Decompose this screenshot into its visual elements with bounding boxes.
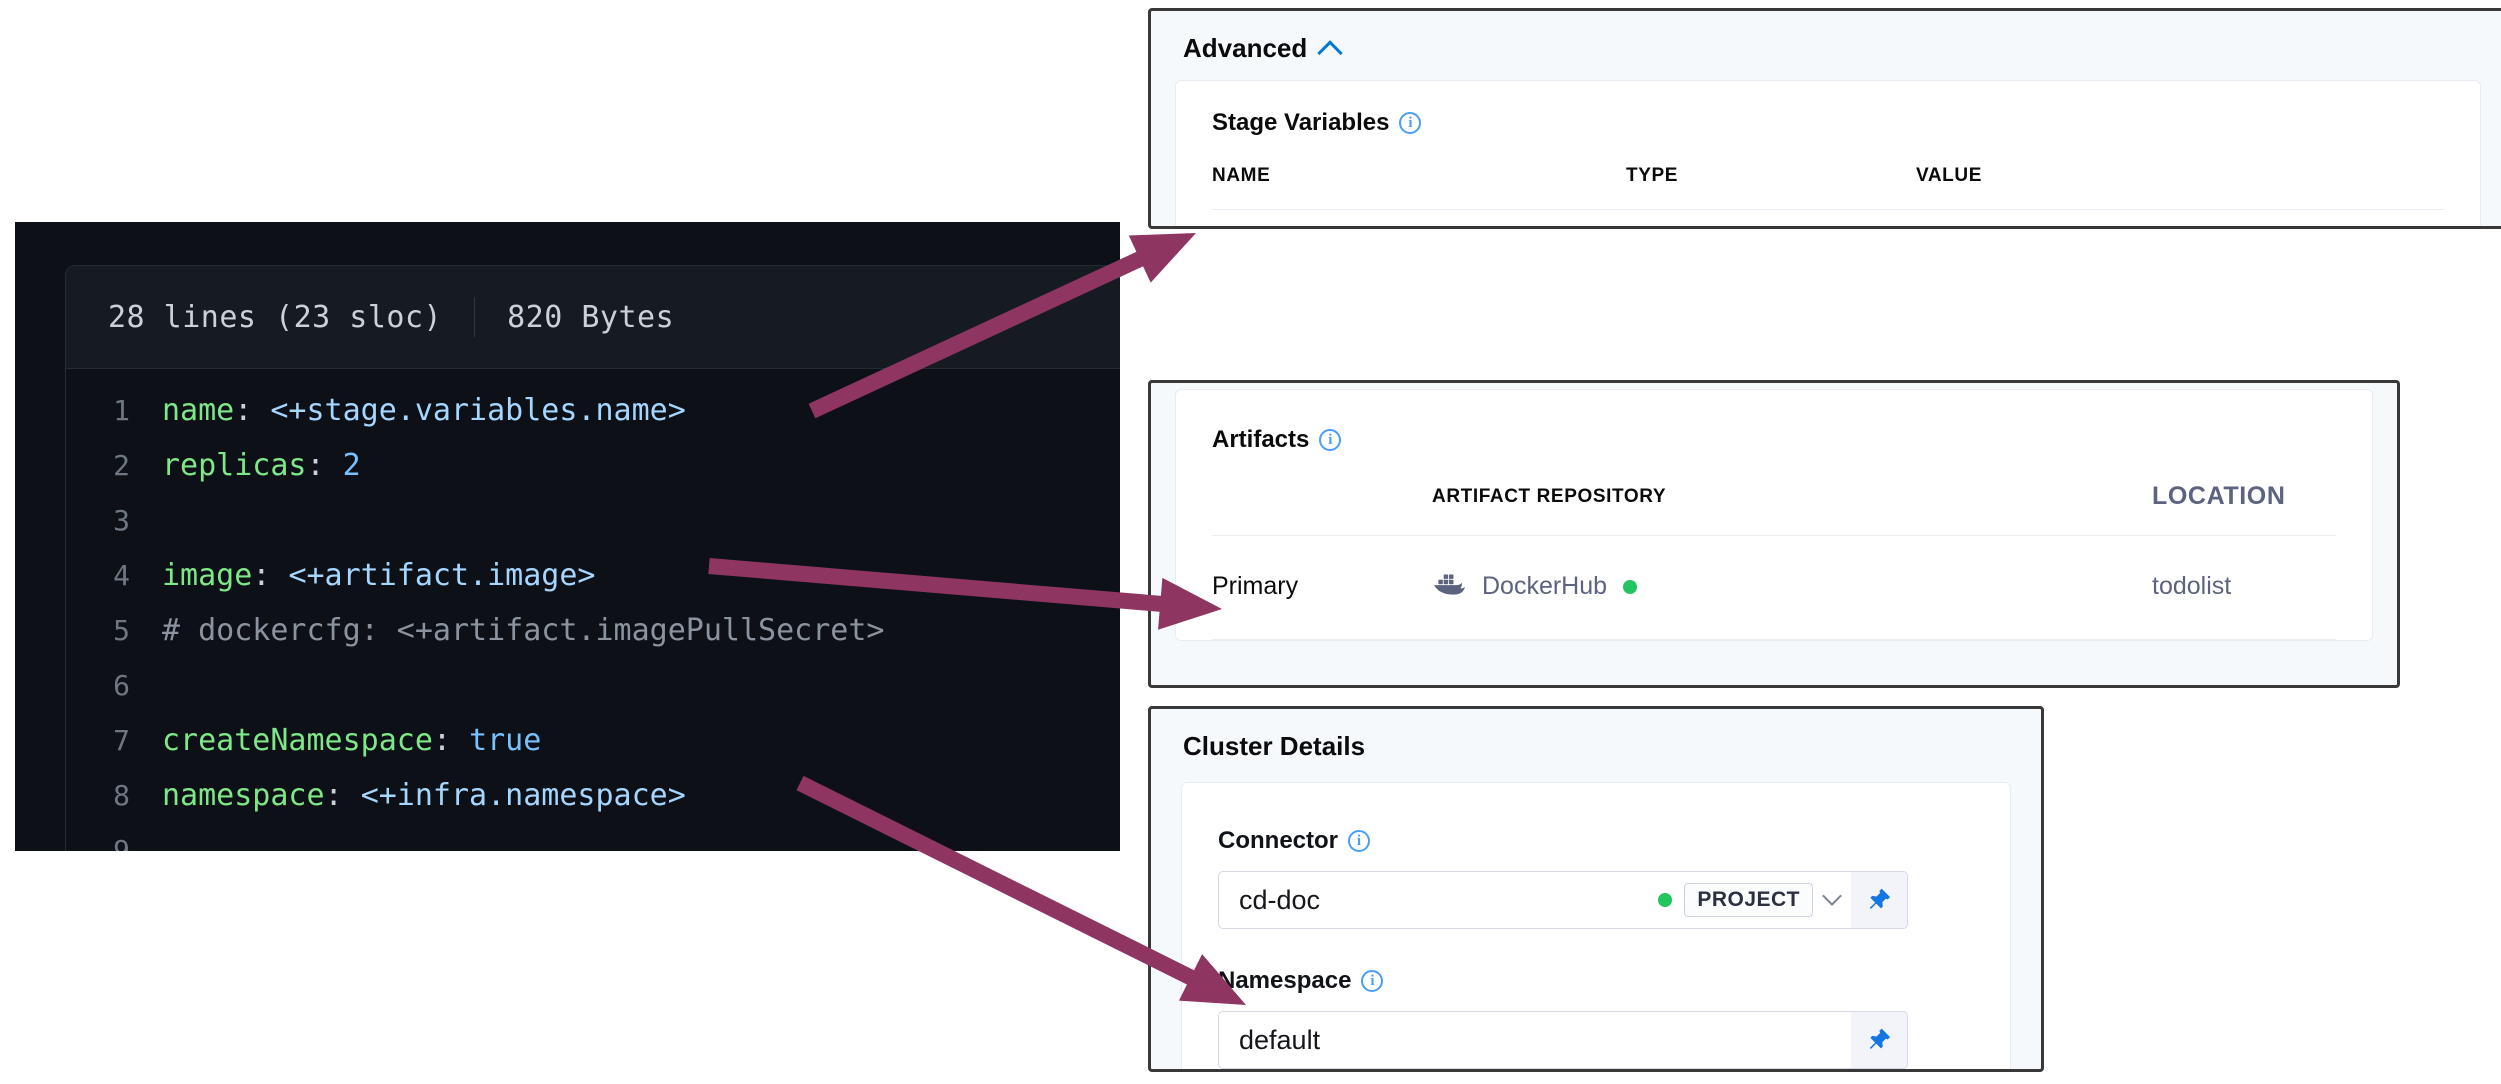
line-content: name: <+stage.variables.name>: [162, 383, 686, 438]
cluster-details-header: Cluster Details: [1151, 709, 2041, 762]
docker-icon: [1432, 570, 1466, 603]
code-line: 6: [66, 658, 1120, 713]
pin-icon[interactable]: [1851, 1012, 1907, 1068]
code-token: name: [162, 393, 235, 428]
code-viewer-box: 28 lines (23 sloc) 820 Bytes 1 name: <+st…: [65, 265, 1120, 851]
artifact-repository-name: DockerHub: [1482, 572, 1608, 600]
line-number: 1: [113, 394, 130, 427]
code-line: 7 createNamespace: true: [66, 713, 1120, 768]
connector-value: cd-doc: [1239, 884, 1321, 915]
advanced-panel-header[interactable]: Advanced: [1151, 11, 2501, 66]
code-line: 9: [66, 823, 1120, 851]
code-token: 2: [342, 448, 361, 483]
code-token: :: [432, 723, 470, 758]
table-row: name String todolist: [1212, 210, 2444, 226]
info-icon[interactable]: i: [1319, 429, 1342, 451]
line-number: 8: [113, 779, 130, 812]
code-token: replicas: [162, 448, 307, 483]
namespace-label-row: Namespace i: [1218, 967, 1974, 995]
info-icon[interactable]: i: [1361, 970, 1384, 992]
cluster-details-card: Connector i cd-doc PROJECT Namespace: [1181, 782, 2011, 1069]
pin-icon[interactable]: [1851, 872, 1907, 928]
advanced-panel: Advanced Stage Variables i NAME TYPE VAL…: [1148, 8, 2501, 229]
column-header-value: VALUE: [1916, 165, 1982, 186]
chevron-down-icon[interactable]: [1822, 886, 1842, 906]
line-number: 7: [113, 724, 130, 757]
status-dot-icon: [1658, 893, 1673, 907]
code-token: :: [306, 448, 343, 483]
column-header-name: NAME: [1212, 165, 1271, 186]
artifact-repository-cell[interactable]: DockerHub: [1432, 570, 2152, 603]
line-content: replicas: 2: [162, 438, 361, 493]
line-number: 5: [113, 614, 130, 647]
artifacts-panel: Artifacts i ARTIFACT REPOSITORY LOCATION…: [1148, 380, 2400, 688]
line-number: 6: [113, 669, 130, 702]
artifacts-card: Artifacts i ARTIFACT REPOSITORY LOCATION…: [1175, 389, 2373, 641]
code-file-size: 820 Bytes: [507, 299, 675, 335]
code-token: <+stage.variables.name>: [270, 393, 686, 428]
line-number: 2: [113, 449, 130, 482]
code-token: <+artifact.image>: [288, 558, 596, 593]
stage-variables-header: NAME TYPE VALUE: [1212, 165, 2444, 210]
namespace-label: Namespace: [1218, 967, 1352, 994]
info-icon[interactable]: i: [1348, 830, 1370, 852]
connector-input[interactable]: cd-doc PROJECT: [1218, 871, 1908, 929]
artifact-location: todolist: [2152, 572, 2232, 600]
code-line: 4 image: <+artifact.image>: [66, 548, 1120, 603]
code-token: :: [324, 778, 361, 813]
code-token: namespace: [162, 778, 325, 813]
code-token: createNamespace: [162, 723, 433, 758]
code-token: :: [252, 558, 289, 593]
advanced-title: Advanced: [1183, 33, 1308, 63]
code-line: 3: [66, 493, 1120, 548]
code-token: <+infra.namespace>: [360, 778, 686, 813]
code-line: 1 name: <+stage.variables.name>: [66, 383, 1120, 438]
line-content: createNamespace: true: [162, 713, 541, 768]
connector-scope-wrap: PROJECT: [1658, 872, 1851, 928]
chevron-up-icon[interactable]: [1317, 39, 1343, 66]
status-dot-icon: [1623, 579, 1638, 594]
line-content: image: <+artifact.image>: [162, 548, 595, 603]
code-line: 5 # dockercfg: <+artifact.imagePullSecret…: [66, 603, 1120, 658]
stage-variables-label-row: Stage Variables i: [1212, 109, 2444, 137]
column-header-type: TYPE: [1626, 165, 1679, 186]
code-lines-count: 28 lines (23 sloc): [108, 299, 443, 335]
code-token: image: [162, 558, 253, 593]
artifacts-label-row: Artifacts i: [1212, 426, 2336, 454]
line-content: [162, 823, 180, 851]
column-header-repository: ARTIFACT REPOSITORY: [1432, 485, 1667, 507]
artifact-kind: Primary: [1212, 572, 1299, 600]
line-number: 3: [113, 504, 130, 537]
connector-label: Connector: [1218, 827, 1338, 854]
line-content: namespace: <+infra.namespace>: [162, 768, 686, 823]
line-content: # dockercfg: <+artifact.imagePullSecret>: [162, 603, 884, 658]
table-row: Primary DockerHub: [1212, 536, 2336, 640]
line-content: [162, 493, 180, 548]
line-content: [162, 658, 180, 713]
info-icon[interactable]: i: [1399, 112, 1422, 134]
artifacts-header: ARTIFACT REPOSITORY LOCATION: [1212, 482, 2336, 536]
namespace-value: default: [1239, 1024, 1321, 1055]
meta-divider: [474, 297, 476, 337]
code-token: true: [469, 723, 542, 758]
line-number: 9: [113, 834, 130, 851]
connector-label-row: Connector i: [1218, 827, 1974, 855]
code-file-meta: 28 lines (23 sloc) 820 Bytes: [66, 266, 1120, 369]
code-line: 8 namespace: <+infra.namespace>: [66, 768, 1120, 823]
cluster-details-panel: Cluster Details Connector i cd-doc PROJE…: [1148, 706, 2044, 1072]
namespace-input[interactable]: default: [1218, 1011, 1908, 1069]
artifacts-label: Artifacts: [1212, 426, 1310, 453]
code-token: # dockercfg: <+artifact.imagePullSecret>: [162, 613, 885, 648]
column-header-location: LOCATION: [2152, 482, 2286, 510]
cluster-details-title: Cluster Details: [1183, 731, 1366, 761]
connector-scope-tag: PROJECT: [1684, 883, 1813, 917]
stage-variables-label: Stage Variables: [1212, 109, 1390, 136]
line-number: 4: [113, 559, 130, 592]
code-token: :: [234, 393, 271, 428]
stage-variables-card: Stage Variables i NAME TYPE VALUE name: [1175, 80, 2481, 226]
code-viewer-panel: 28 lines (23 sloc) 820 Bytes 1 name: <+st…: [15, 222, 1120, 851]
